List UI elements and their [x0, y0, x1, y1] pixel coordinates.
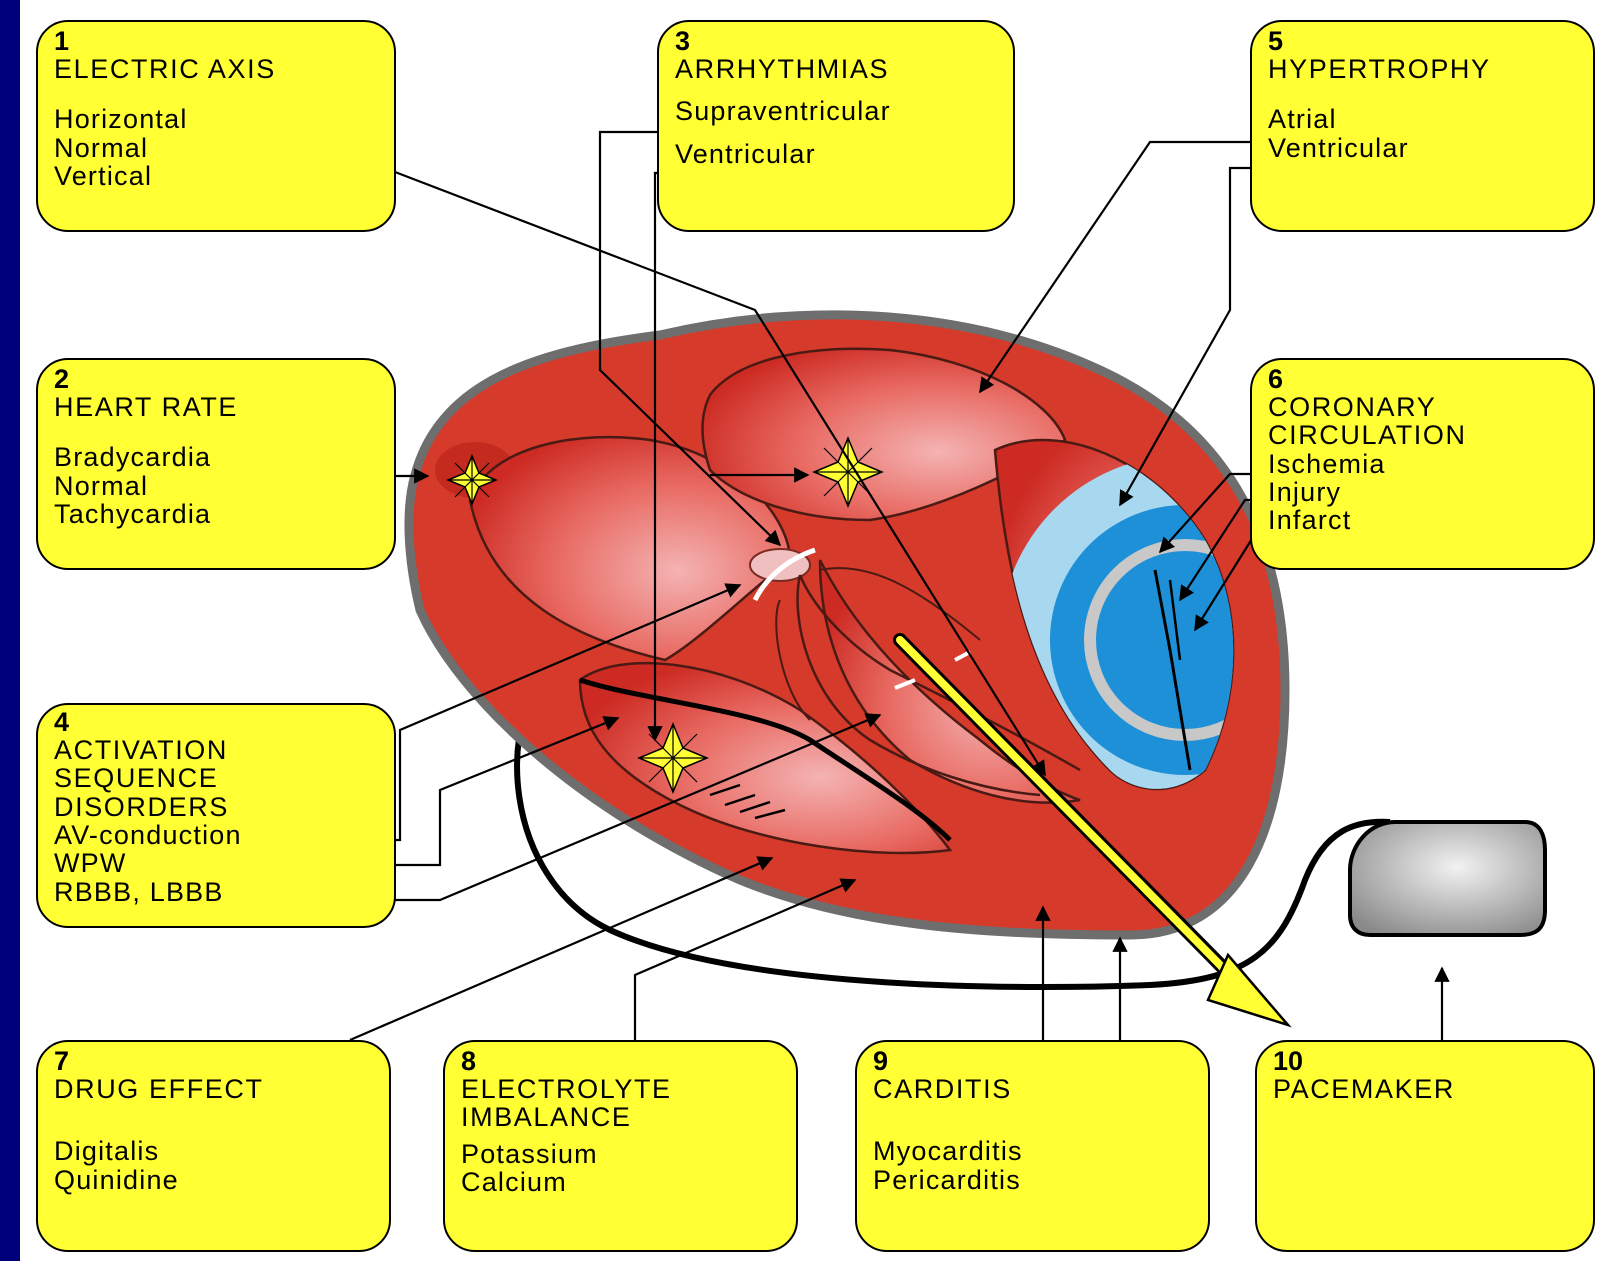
box-item: Infarct [1268, 506, 1579, 534]
box-hypertrophy: 5 HYPERTROPHY Atrial Ventricular [1250, 20, 1595, 232]
box-item: AV-conduction [54, 821, 380, 849]
activation-star [639, 724, 707, 792]
diagram-canvas: 1 ELECTRIC AXIS Horizontal Normal Vertic… [20, 0, 1610, 1261]
box-item: Pericarditis [873, 1166, 1194, 1194]
box-number: 2 [54, 366, 380, 393]
box-carditis: 9 CARDITIS Myocarditis Pericarditis [855, 1040, 1210, 1252]
box-item: Tachycardia [54, 500, 380, 528]
box-item: Ventricular [675, 140, 999, 168]
box-title: HYPERTROPHY [1268, 55, 1579, 83]
box-number: 10 [1273, 1048, 1579, 1075]
box-title: HEART RATE [54, 393, 380, 421]
box-number: 8 [461, 1048, 782, 1075]
box-coronary-circulation: 6 CORONARY CIRCULATION Ischemia Injury I… [1250, 358, 1595, 570]
box-title: ARRHYTHMIAS [675, 55, 999, 83]
box-item: Injury [1268, 478, 1579, 506]
pacemaker-device [1350, 822, 1545, 935]
box-item: Atrial [1268, 105, 1579, 133]
box-item: Supraventricular [675, 97, 999, 125]
box-number: 6 [1268, 366, 1579, 393]
box-title: ELECTROLYTE IMBALANCE [461, 1075, 782, 1132]
box-item: Quinidine [54, 1166, 375, 1194]
box-number: 4 [54, 709, 380, 736]
box-item: Ventricular [1268, 134, 1579, 162]
box-item: Vertical [54, 162, 380, 190]
box-drug-effect: 7 DRUG EFFECT Digitalis Quinidine [36, 1040, 391, 1252]
box-electric-axis: 1 ELECTRIC AXIS Horizontal Normal Vertic… [36, 20, 396, 232]
box-number: 3 [675, 28, 999, 55]
box-item: Ischemia [1268, 450, 1579, 478]
box-item: Horizontal [54, 105, 380, 133]
box-arrhythmias: 3 ARRHYTHMIAS Supraventricular Ventricul… [657, 20, 1015, 232]
box-heart-rate: 2 HEART RATE Bradycardia Normal Tachycar… [36, 358, 396, 570]
connector-7-drug [350, 858, 772, 1040]
box-item: Bradycardia [54, 443, 380, 471]
box-item: Digitalis [54, 1137, 375, 1165]
box-item: Normal [54, 472, 380, 500]
box-title: CARDITIS [873, 1075, 1194, 1103]
box-item: Myocarditis [873, 1137, 1194, 1165]
box-item: Calcium [461, 1168, 782, 1196]
box-item: Potassium [461, 1140, 782, 1168]
box-item: WPW [54, 849, 380, 877]
box-number: 5 [1268, 28, 1579, 55]
box-number: 1 [54, 28, 380, 55]
box-title: DRUG EFFECT [54, 1075, 375, 1103]
box-electrolyte-imbalance: 8 ELECTROLYTE IMBALANCE Potassium Calciu… [443, 1040, 798, 1252]
box-item: RBBB, LBBB [54, 878, 380, 906]
box-title: ELECTRIC AXIS [54, 55, 380, 83]
box-title: PACEMAKER [1273, 1075, 1579, 1103]
box-number: 7 [54, 1048, 375, 1075]
box-title: CORONARY CIRCULATION [1268, 393, 1579, 450]
box-title: ACTIVATION SEQUENCE DISORDERS [54, 736, 380, 821]
activation-star [448, 456, 496, 504]
box-activation-sequence: 4 ACTIVATION SEQUENCE DISORDERS AV-condu… [36, 703, 396, 928]
box-pacemaker: 10 PACEMAKER [1255, 1040, 1595, 1252]
box-item: Normal [54, 134, 380, 162]
box-number: 9 [873, 1048, 1194, 1075]
